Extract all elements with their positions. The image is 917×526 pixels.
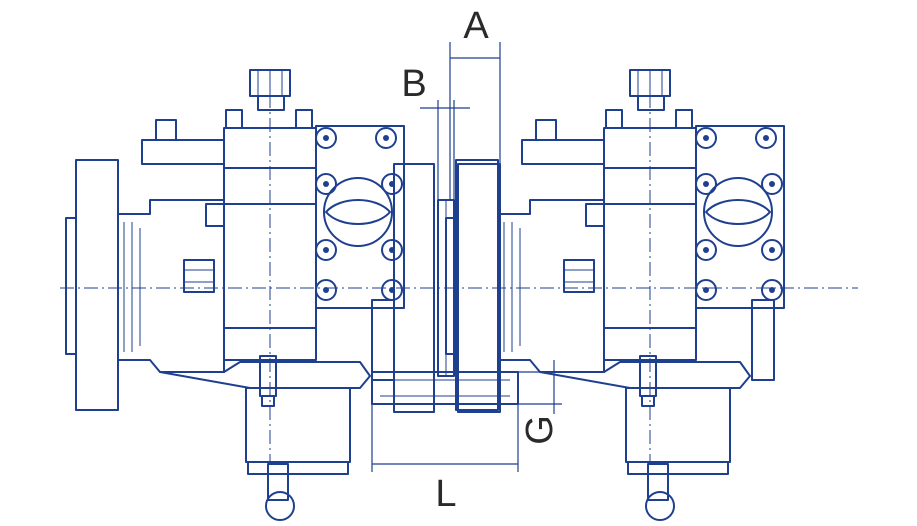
dimension-a: A [449, 5, 501, 200]
dimension-g: G [518, 360, 562, 445]
label-b: B [401, 63, 426, 105]
left-valve [65, 69, 405, 521]
label-l: L [435, 473, 456, 515]
label-a: A [463, 5, 489, 47]
right-valve [445, 69, 785, 521]
dimension-b: B [401, 63, 470, 200]
label-g: G [519, 415, 561, 445]
center-plates [371, 163, 519, 413]
dimension-l: L [371, 404, 519, 515]
